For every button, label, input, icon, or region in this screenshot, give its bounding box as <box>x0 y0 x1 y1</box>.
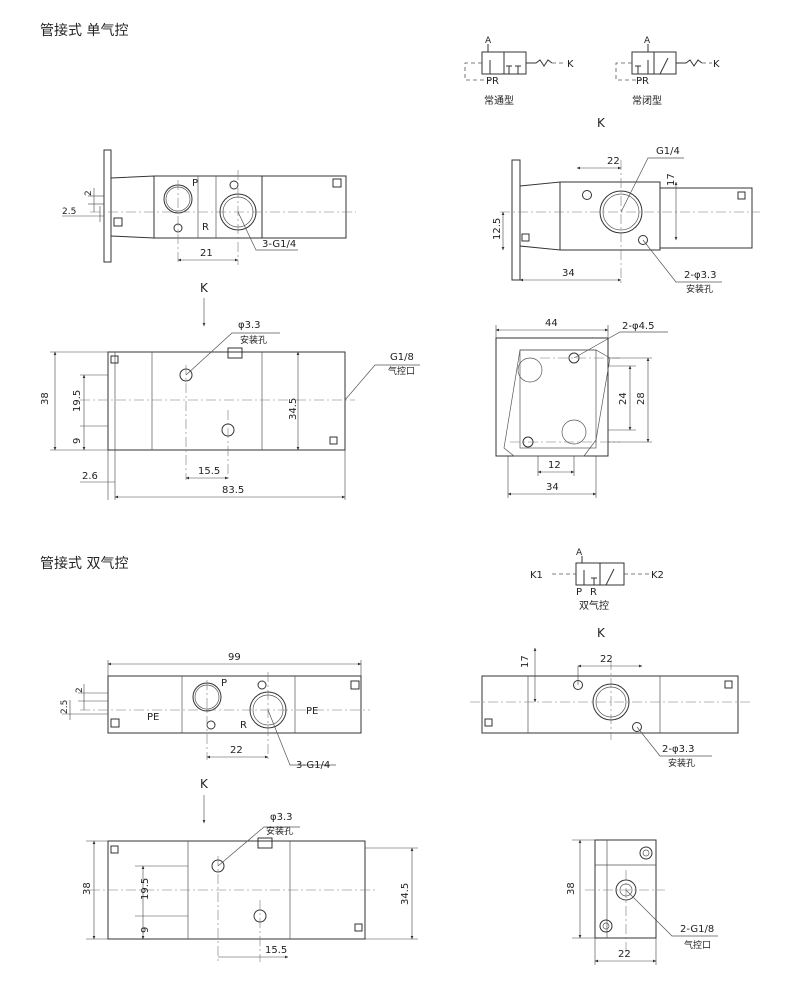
s1-top-dim-83-5: 83.5 <box>222 485 244 496</box>
s1-bracket-note-holes: 2-φ4.5 <box>622 321 654 332</box>
s1-front-port-p: P <box>192 178 198 189</box>
s2-front-note-ports: 3-G1/4 <box>296 760 330 771</box>
s2-end-view: 38 22 2-G1/8 气控口 <box>566 839 718 965</box>
symbol-nc-label: 常闭型 <box>632 94 662 107</box>
s2-end-dim-38: 38 <box>566 882 577 895</box>
s1-side-dim-12-5: 12.5 <box>492 218 503 240</box>
s1-front-port-r: R <box>202 222 209 233</box>
s1-top-dim-9: 9 <box>72 438 83 444</box>
symbol-nc-port-k: K <box>713 59 720 70</box>
s2-top-view: 38 19.5 9 34.5 15.5 φ3.3 安装孔 <box>82 812 418 962</box>
s1-top-dim-38: 38 <box>40 392 51 405</box>
s1-front-dim-2: 2 <box>84 190 94 196</box>
s2-symbol-k2: K2 <box>651 570 664 581</box>
s2-front-pe-right: PE <box>306 706 318 717</box>
s1-front-dim-2-5: 2.5 <box>62 207 76 217</box>
s2-symbol-k1: K1 <box>530 570 543 581</box>
s1-top-note-pilot-sub: 气控口 <box>388 365 415 377</box>
s2-side-view: 17 22 2-φ3.3 安装孔 <box>470 647 750 769</box>
s1-side-view: 22 17 12.5 34 G1/4 2-φ3.3 安装孔 <box>492 146 760 295</box>
s2-front-pe-left: PE <box>147 712 159 723</box>
s2-view-k-label-right: K <box>597 626 606 640</box>
s1-side-dim-22: 22 <box>607 156 620 167</box>
symbol-normally-closed: A PR K 常闭型 <box>615 36 720 107</box>
section2-title: 管接式 双气控 <box>40 555 128 572</box>
s1-top-dim-15-5: 15.5 <box>198 466 220 477</box>
s1-top-note-pilot: G1/8 <box>390 352 414 363</box>
symbol-no-port-pr: PR <box>486 76 499 87</box>
s2-top-note-hole-sub: 安装孔 <box>266 825 293 837</box>
s1-top-dim-34-5: 34.5 <box>288 398 299 420</box>
s2-side-note-holes: 2-φ3.3 <box>662 744 694 755</box>
symbol-no-port-k: K <box>567 59 574 70</box>
s2-front-dim-22: 22 <box>230 745 243 756</box>
s2-top-dim-38: 38 <box>82 882 93 895</box>
s1-side-note-port: G1/4 <box>656 146 680 157</box>
s2-front-view: 99 2 2.5 P R PE PE 22 3-G1/4 <box>60 652 370 771</box>
s1-front-note-ports: 3-G1/4 <box>262 239 296 250</box>
s1-top-view: 38 19.5 9 34.5 15.5 2.6 83.5 φ3.3 安装孔 G1… <box>40 320 420 500</box>
s2-top-dim-34-5: 34.5 <box>400 883 411 905</box>
s2-front-dim-99: 99 <box>228 652 241 663</box>
s1-front-dim-21: 21 <box>200 248 213 259</box>
s2-symbol-label: 双气控 <box>579 599 609 612</box>
s2-symbol-port-r: R <box>590 587 597 598</box>
s1-side-note-holes-sub: 安装孔 <box>686 283 713 295</box>
s2-side-note-holes-sub: 安装孔 <box>668 757 695 769</box>
s1-bracket-view: 44 2-φ4.5 24 28 12 34 <box>495 318 668 498</box>
s1-top-dim-19-5: 19.5 <box>72 390 83 412</box>
symbol-no-label: 常通型 <box>484 94 514 107</box>
s2-side-dim-22: 22 <box>600 654 613 665</box>
s2-end-dim-22: 22 <box>618 949 631 960</box>
s1-top-note-hole: φ3.3 <box>238 320 261 331</box>
symbol-normally-open: A PR K 常通型 <box>464 36 574 107</box>
s1-side-dim-34: 34 <box>562 268 575 279</box>
section1-title: 管接式 单气控 <box>40 22 128 39</box>
s1-side-k-label: K <box>597 116 606 130</box>
s2-end-note-ports-sub: 气控口 <box>684 939 711 951</box>
s1-bracket-dim-24: 24 <box>618 392 629 405</box>
s2-front-port-p: P <box>221 678 227 689</box>
symbol-nc-port-a: A <box>644 36 651 46</box>
s1-side-note-holes: 2-φ3.3 <box>684 270 716 281</box>
s1-view-k-label: K <box>200 281 209 295</box>
s2-top-note-hole: φ3.3 <box>270 812 293 823</box>
s2-front-port-r: R <box>240 720 247 731</box>
s1-side-dim-17: 17 <box>666 173 677 186</box>
s2-side-dim-17: 17 <box>520 655 531 668</box>
s1-bracket-dim-12: 12 <box>548 460 561 471</box>
s1-bracket-dim-28: 28 <box>636 392 647 405</box>
s1-top-note-hole-sub: 安装孔 <box>240 334 267 346</box>
s1-bracket-dim-44: 44 <box>545 318 558 329</box>
s2-symbol-port-p: P <box>576 587 582 598</box>
s1-front-view: P R 2 2.5 21 3-G1/4 <box>62 149 356 265</box>
s2-top-dim-9: 9 <box>140 927 151 933</box>
s2-symbol-double-pilot: A K1 K2 P R 双气控 <box>530 548 664 612</box>
s2-front-dim-2: 2 <box>75 687 85 693</box>
s1-bracket-dim-34: 34 <box>546 482 559 493</box>
s2-top-dim-15-5: 15.5 <box>265 945 287 956</box>
s2-top-dim-19-5: 19.5 <box>140 878 151 900</box>
s2-symbol-port-a: A <box>576 548 583 558</box>
symbol-nc-port-pr: PR <box>636 76 649 87</box>
s1-top-dim-2-6: 2.6 <box>82 471 98 482</box>
symbol-no-port-a: A <box>485 36 492 46</box>
s2-end-note-ports: 2-G1/8 <box>680 924 714 935</box>
s2-view-k-label-left: K <box>200 777 209 791</box>
s2-front-dim-2-5: 2.5 <box>60 700 70 714</box>
